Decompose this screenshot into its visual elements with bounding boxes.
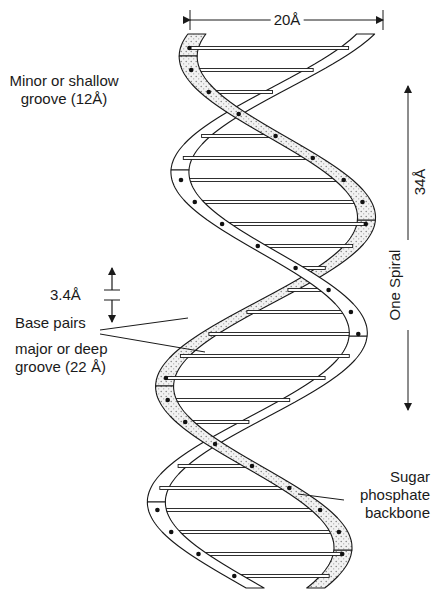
dimension-tick	[383, 10, 384, 30]
spiral-arrow	[408, 330, 409, 410]
base-pair	[191, 69, 313, 72]
base-pair	[168, 399, 290, 402]
backbone-label: Sugar phosphate backbone	[348, 468, 430, 522]
phosphate-dot	[360, 200, 365, 205]
phosphate-dot	[207, 90, 212, 95]
phosphate-dot	[273, 134, 278, 139]
base-pair	[258, 245, 353, 248]
base-pairs-label: Base pairs	[15, 314, 105, 332]
phosphate-dot	[255, 244, 260, 249]
stippled-strand	[179, 34, 206, 56]
phosphate-dot	[326, 288, 331, 293]
phosphate-dot	[287, 486, 292, 491]
rise-tick	[104, 290, 120, 291]
dimension-tick	[190, 10, 191, 30]
base-pair	[183, 157, 312, 160]
phosphate-dot	[293, 266, 298, 271]
phosphate-dot	[164, 376, 169, 381]
white-strand	[171, 170, 367, 336]
stippled-strand	[156, 386, 352, 550]
base-pair	[199, 553, 343, 556]
base-pair	[247, 311, 351, 314]
phosphate-dot	[220, 222, 225, 227]
rise-arrow	[111, 300, 112, 322]
rise-dimension: 3.4Å	[50, 286, 100, 304]
leader-line	[100, 318, 188, 330]
base-pair	[209, 333, 358, 336]
base-pair	[157, 509, 320, 512]
double-helix	[147, 34, 375, 588]
base-pair	[166, 377, 325, 380]
major-groove-label: major or deep groove (22 Å)	[15, 340, 143, 376]
pitch-dimension: 34Å	[411, 166, 429, 199]
base-pair	[222, 223, 366, 226]
phosphate-dot	[337, 530, 342, 535]
leader-line	[100, 334, 205, 352]
base-pair	[160, 487, 289, 490]
base-pair	[180, 355, 349, 358]
phosphate-dot	[236, 112, 241, 117]
phosphate-dot	[169, 530, 174, 535]
phosphate-dot	[349, 310, 354, 315]
phosphate-dot	[318, 508, 323, 513]
phosphate-dot	[196, 552, 201, 557]
rise-arrow	[111, 268, 112, 290]
phosphate-dot	[356, 332, 361, 337]
white-strand	[171, 34, 375, 170]
phosphate-dot	[341, 178, 346, 183]
base-pair	[234, 575, 329, 578]
base-pair	[181, 179, 344, 182]
phosphate-dot	[155, 508, 160, 513]
phosphate-dot	[232, 574, 237, 579]
spiral-arrow	[408, 86, 409, 240]
phosphate-dot	[193, 200, 198, 205]
stippled-strand	[179, 56, 375, 220]
phosphate-dot	[340, 552, 345, 557]
base-pair	[195, 201, 363, 204]
phosphate-dot	[183, 420, 188, 425]
phosphate-dot	[187, 46, 192, 51]
white-strand	[147, 502, 264, 588]
width-dimension: 20Å	[271, 11, 304, 29]
phosphate-dot	[189, 68, 194, 73]
leader-line	[298, 494, 344, 500]
spiral-label: One Spiral	[386, 247, 404, 324]
minor-groove-label: Minor or shallow groove (12Å)	[8, 72, 120, 108]
rise-tick	[104, 300, 120, 301]
phosphate-dot	[364, 222, 369, 227]
phosphate-dot	[213, 442, 218, 447]
phosphate-dot	[165, 398, 170, 403]
base-pair	[171, 531, 339, 534]
phosphate-dot	[250, 464, 255, 469]
phosphate-dot	[179, 178, 184, 183]
base-pair	[189, 47, 348, 50]
phosphate-dot	[311, 156, 316, 161]
